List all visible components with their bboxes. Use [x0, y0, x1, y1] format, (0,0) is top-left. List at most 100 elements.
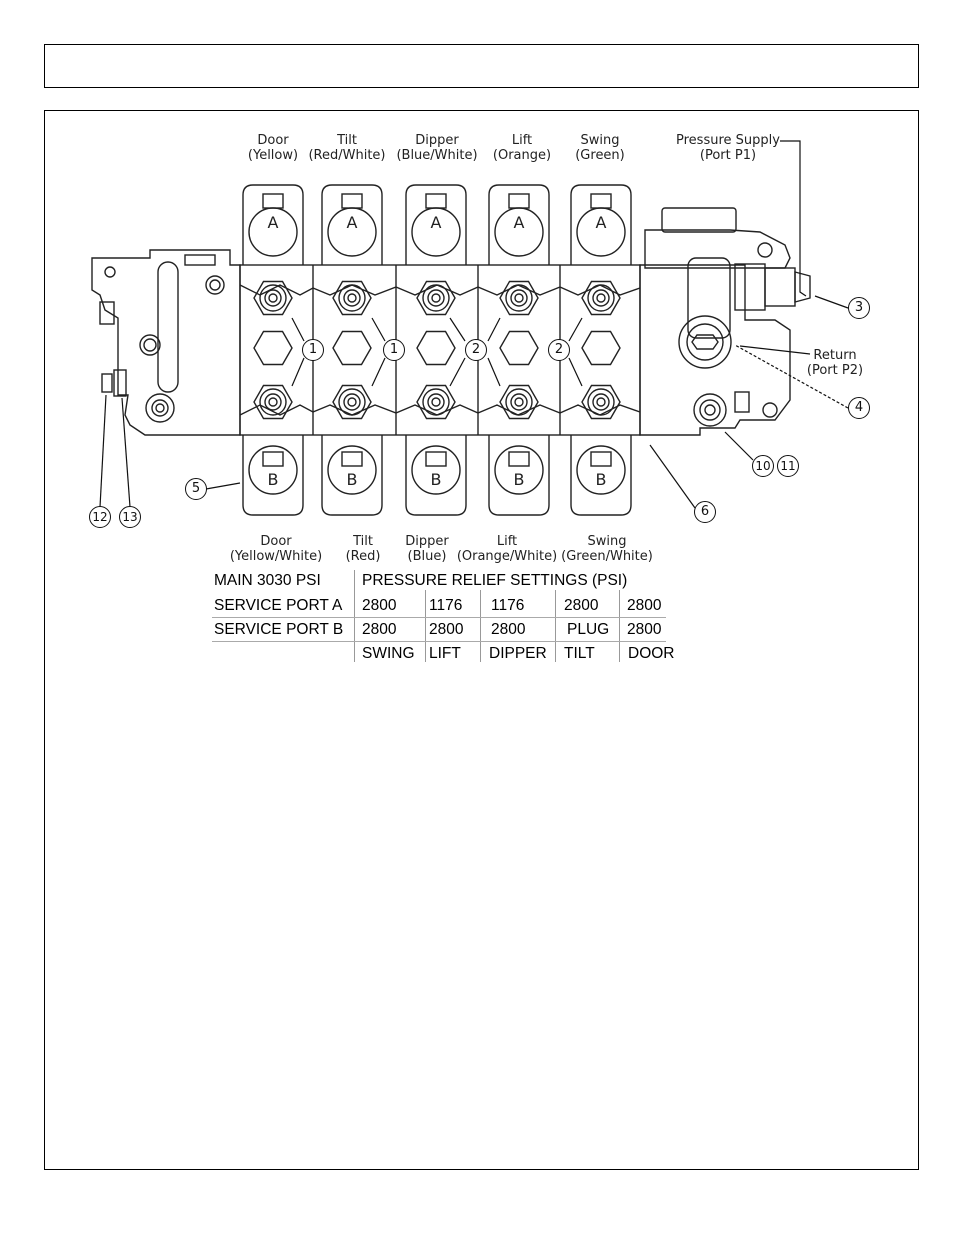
- top-label-color: (Green): [575, 148, 625, 163]
- relief-bolt-0-0: [264, 289, 282, 307]
- port-b-letter-3: B: [513, 470, 525, 489]
- row-a-val-1: 2800: [362, 597, 397, 614]
- relief-bolt-1-0: [338, 284, 366, 312]
- footer-3: DIPPER: [489, 645, 547, 662]
- footer-1: SWING: [362, 645, 415, 662]
- relief-bolt-2-0: [431, 293, 441, 303]
- top-label-4: Swing(Green): [540, 133, 660, 163]
- top-label-0: Door(Yellow): [213, 133, 333, 163]
- top-label-name: Lift: [511, 133, 533, 148]
- row-b-val-4: PLUG: [567, 621, 610, 638]
- spool-bottom-1: [321, 435, 383, 516]
- callout-2a: 2: [465, 339, 487, 361]
- spool-bottom-2: [405, 435, 467, 516]
- relief-bolt-2-2: [427, 393, 445, 411]
- top-label-name: Door: [257, 133, 289, 148]
- port-b-letter-2: B: [430, 470, 442, 489]
- row-a-val-5: 2800: [627, 597, 662, 614]
- row-a-label: SERVICE PORT A: [214, 597, 343, 614]
- relief-bolt-3-2: [510, 393, 528, 411]
- port-a-letter-2: A: [430, 213, 442, 232]
- bottom-label-3: Lift(Orange/White): [447, 534, 567, 564]
- spool-bottom-cap-1: [327, 445, 377, 495]
- row-a-val-3: 1176: [491, 597, 525, 614]
- callout-6: 6: [694, 501, 716, 523]
- relief-bolt-4-0: [596, 293, 606, 303]
- top-label-2: Dipper(Blue/White): [377, 133, 497, 163]
- figure-frame: [44, 110, 919, 1170]
- relief-bolt-3-0: [510, 289, 528, 307]
- relief-bolt-4-2: [587, 388, 615, 416]
- callout-4: 4: [848, 397, 870, 419]
- callout-13: 13: [119, 506, 141, 528]
- relief-hex-4-1: [581, 330, 621, 366]
- top-label-color: (Red/White): [308, 148, 386, 163]
- relief-bolt-1-2: [347, 397, 357, 407]
- relief-hex-3-0: [499, 280, 539, 316]
- relief-bolt-0-0: [259, 284, 287, 312]
- pressure-supply-line1: Pressure Supply: [676, 133, 780, 148]
- spool-bottom-tab-3: [508, 451, 530, 467]
- bottom-label-name: Lift: [496, 534, 518, 549]
- return-label: Return (Port P2): [800, 348, 870, 378]
- relief-hex-1-2: [332, 384, 372, 420]
- spool-top-tab-1: [341, 193, 363, 209]
- header-box: [44, 44, 919, 88]
- spool-bottom-cap-2: [411, 445, 461, 495]
- row-a-val-2: 1176: [429, 597, 463, 614]
- relief-bolt-0-2: [268, 397, 278, 407]
- spool-top-2: [405, 184, 467, 265]
- top-label-color: (Blue/White): [396, 148, 478, 163]
- table-main-psi: MAIN 3030 PSI: [214, 572, 321, 589]
- bottom-label-name: Dipper: [405, 534, 449, 549]
- spool-bottom-tab-2: [425, 451, 447, 467]
- port-a-letter-0: A: [267, 213, 279, 232]
- relief-bolt-0-2: [259, 388, 287, 416]
- spool-bottom-tab-0: [262, 451, 284, 467]
- pressure-supply-label: Pressure Supply (Port P1): [668, 133, 788, 163]
- spool-bottom-tab-1: [341, 451, 363, 467]
- port-a-letter-3: A: [513, 213, 525, 232]
- relief-bolt-4-0: [587, 284, 615, 312]
- spool-top-4: [570, 184, 632, 265]
- relief-hex-1-1: [332, 330, 372, 366]
- relief-hex-0-2: [253, 384, 293, 420]
- relief-bolt-3-2: [505, 388, 533, 416]
- port-a-letter-1: A: [346, 213, 358, 232]
- relief-hex-4-2: [581, 384, 621, 420]
- port-a-letter-4: A: [595, 213, 607, 232]
- relief-bolt-1-2: [343, 393, 361, 411]
- relief-bolt-2-2: [422, 388, 450, 416]
- top-label-name: Tilt: [337, 133, 357, 148]
- relief-bolt-4-0: [592, 289, 610, 307]
- spool-bottom-3: [488, 435, 550, 516]
- row-b-val-1: 2800: [362, 621, 397, 638]
- spool-top-tab-3: [508, 193, 530, 209]
- relief-hex-0-0: [253, 280, 293, 316]
- top-label-color: (Orange): [492, 148, 552, 163]
- bottom-label-color: (Yellow/White): [229, 549, 323, 564]
- relief-bolt-1-0: [347, 293, 357, 303]
- callout-11: 11: [777, 455, 799, 477]
- callout-2b: 2: [548, 339, 570, 361]
- relief-hex-2-2: [416, 384, 456, 420]
- top-label-name: Dipper: [415, 133, 459, 148]
- table-title: PRESSURE RELIEF SETTINGS (PSI): [362, 572, 628, 589]
- bottom-label-1: Tilt(Red): [303, 534, 423, 564]
- bottom-label-name: Swing: [587, 534, 627, 549]
- return-line1: Return: [813, 348, 857, 363]
- callout-3: 3: [848, 297, 870, 319]
- relief-bolt-3-0: [514, 293, 524, 303]
- footer-4: TILT: [564, 645, 595, 662]
- relief-hex-4-0: [581, 280, 621, 316]
- relief-hex-2-0: [416, 280, 456, 316]
- relief-bolt-2-0: [422, 284, 450, 312]
- relief-bolt-1-2: [338, 388, 366, 416]
- relief-bolt-4-2: [592, 393, 610, 411]
- relief-bolt-3-0: [505, 284, 533, 312]
- relief-bolt-0-2: [264, 393, 282, 411]
- top-label-name: Swing: [580, 133, 620, 148]
- spool-bottom-0: [242, 435, 304, 516]
- relief-hex-3-2: [499, 384, 539, 420]
- row-b-label: SERVICE PORT B: [214, 621, 344, 638]
